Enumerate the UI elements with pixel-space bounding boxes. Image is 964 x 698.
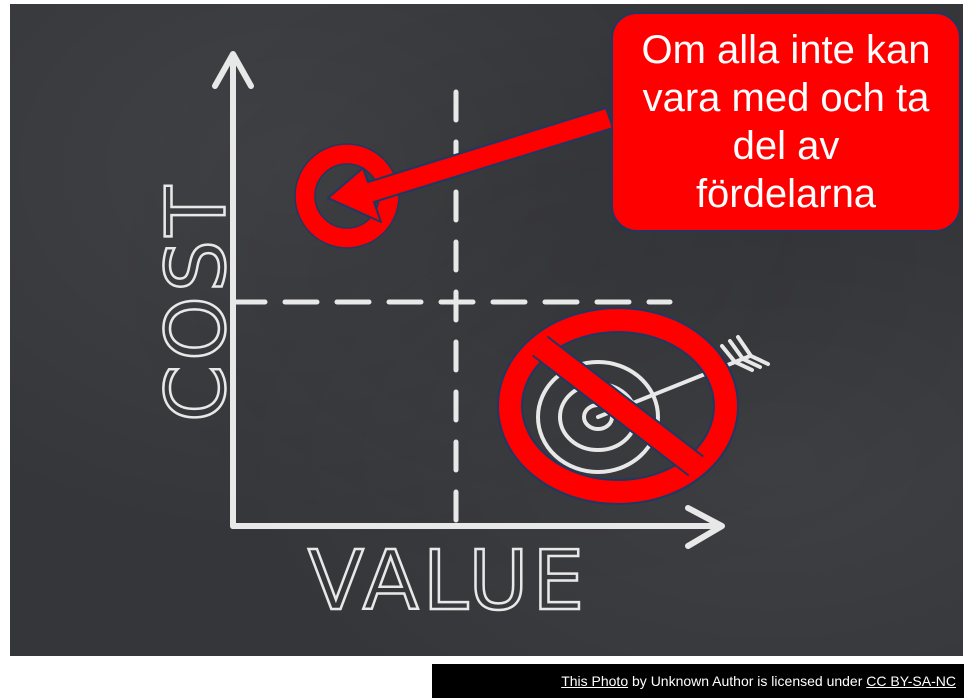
license-link[interactable]: CC BY-SA-NC [866,673,956,689]
y-axis-arrowhead [212,51,254,89]
image-attribution: This Photo by Unknown Author is licensed… [432,664,964,698]
highlight-ring-outline [294,143,400,249]
x-axis-arrowhead [685,505,725,549]
chalk-diagram: COST VALUE [148,51,770,630]
photo-link[interactable]: This Photo [561,673,629,689]
attribution-text: by Unknown Author is licensed under [628,673,867,689]
y-axis-label: COST [149,182,244,422]
callout-text: Om alla inte kan vara med och ta del av … [641,28,931,216]
callout-box: Om alla inte kan vara med och ta del av … [611,12,961,232]
prohibition-sign-icon [497,307,739,505]
x-axis-label: VALUE [308,534,588,629]
arrow-icon [327,107,614,223]
